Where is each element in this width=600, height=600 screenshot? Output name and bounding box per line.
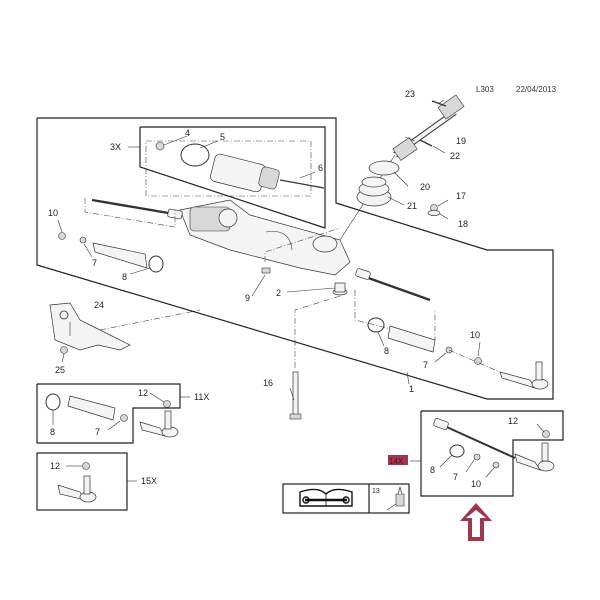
kit-15x-frame xyxy=(36,452,128,511)
clamp-8-right[interactable] xyxy=(367,317,385,333)
callout-12-14x: 12 xyxy=(508,416,518,426)
bolt-6[interactable] xyxy=(279,179,325,189)
reference-box xyxy=(282,483,410,514)
nut-7-left[interactable] xyxy=(79,236,87,244)
callout-7-11x: 7 xyxy=(95,427,100,437)
callout-10-14x: 10 xyxy=(471,479,481,489)
callout-2: 2 xyxy=(276,288,281,298)
callout-5: 5 xyxy=(220,132,225,142)
leader-lines xyxy=(52,99,545,478)
o-ring-5[interactable] xyxy=(180,143,210,167)
callout-7-left: 7 xyxy=(92,258,97,268)
kit-11x-frame xyxy=(36,383,181,444)
callout-18: 18 xyxy=(458,219,468,229)
callout-10-left: 10 xyxy=(48,208,58,218)
bolt-22[interactable] xyxy=(419,139,433,147)
tie-rod-end-15x[interactable] xyxy=(57,475,97,503)
diagram-date: 22/04/2013 xyxy=(516,85,557,94)
tie-rod-end-right[interactable] xyxy=(499,361,549,390)
wrench-book-icon[interactable] xyxy=(299,488,353,507)
boot-left[interactable] xyxy=(92,242,148,269)
callout-24: 24 xyxy=(94,300,104,310)
seal-20[interactable] xyxy=(368,160,400,176)
callout-7-14x: 7 xyxy=(453,472,458,482)
tie-rod-end-11x[interactable] xyxy=(139,410,179,438)
kit-14x-frame xyxy=(420,410,564,497)
callout-7-right: 7 xyxy=(423,360,428,370)
callout-8-14x: 8 xyxy=(430,465,435,475)
steering-rack[interactable] xyxy=(179,199,351,276)
clamp-8-14x[interactable] xyxy=(449,444,465,458)
assembly-frame-1 xyxy=(36,117,554,400)
electric-motor[interactable] xyxy=(209,153,280,193)
callout-10-right: 10 xyxy=(470,330,480,340)
nut-10-left[interactable] xyxy=(58,232,66,240)
callout-1: 1 xyxy=(409,384,414,394)
callout-14x: 14X xyxy=(389,457,404,466)
nut-12-14x[interactable] xyxy=(542,430,550,438)
callout-11x: 11X xyxy=(194,392,209,402)
callout-25: 25 xyxy=(55,365,65,375)
clamp-8-left[interactable] xyxy=(148,255,164,273)
bracket-24[interactable] xyxy=(49,302,131,351)
callout-15x: 15X xyxy=(141,476,157,486)
callout-23: 23 xyxy=(405,89,415,99)
intermediate-shaft-19[interactable] xyxy=(392,94,465,161)
kit-14x-badge xyxy=(388,455,408,465)
tie-rod-14x[interactable] xyxy=(433,418,555,472)
washer-18[interactable] xyxy=(427,210,441,216)
callout-21: 21 xyxy=(407,201,417,211)
callout-12-11x: 12 xyxy=(138,388,148,398)
grease-bottle-icon[interactable] xyxy=(386,485,405,511)
boot-21[interactable] xyxy=(356,176,392,207)
motor-dashed-group xyxy=(145,140,312,197)
nut-12-15x[interactable] xyxy=(82,462,90,470)
inner-tie-rod-left[interactable] xyxy=(91,198,183,220)
callout-8-11x: 8 xyxy=(50,427,55,437)
inner-tie-rod-right[interactable] xyxy=(355,268,431,302)
callout-8-left: 8 xyxy=(122,272,127,282)
callout-9: 9 xyxy=(245,293,250,303)
nut-7-11x[interactable] xyxy=(120,414,128,422)
callout-22: 22 xyxy=(450,151,460,161)
callout-8-right: 8 xyxy=(384,346,389,356)
callout-17: 17 xyxy=(456,191,466,201)
bolt-4[interactable] xyxy=(155,141,165,151)
motor-kit-frame xyxy=(139,126,326,229)
nut-12-11x[interactable] xyxy=(163,400,171,408)
nut-7-14x[interactable] xyxy=(473,453,481,461)
callout-12-15x: 12 xyxy=(50,461,60,471)
nut-25[interactable] xyxy=(60,346,68,354)
clip-9[interactable] xyxy=(261,267,271,274)
callout-3x: 3X xyxy=(110,142,121,152)
diagram-code: L303 xyxy=(476,85,494,94)
callout-20: 20 xyxy=(420,182,430,192)
nut-10-14x[interactable] xyxy=(492,461,500,469)
callout-16: 16 xyxy=(263,378,273,388)
callout-6: 6 xyxy=(318,163,323,173)
bushing-2[interactable] xyxy=(332,282,348,296)
callout-4: 4 xyxy=(185,128,190,138)
callout-13: 13 xyxy=(372,488,380,495)
clamp-8-11x[interactable] xyxy=(45,393,61,411)
callout-19: 19 xyxy=(456,136,466,146)
boot-right[interactable] xyxy=(387,325,436,353)
boot-11x[interactable] xyxy=(67,395,116,421)
bolt-16[interactable] xyxy=(289,371,302,420)
